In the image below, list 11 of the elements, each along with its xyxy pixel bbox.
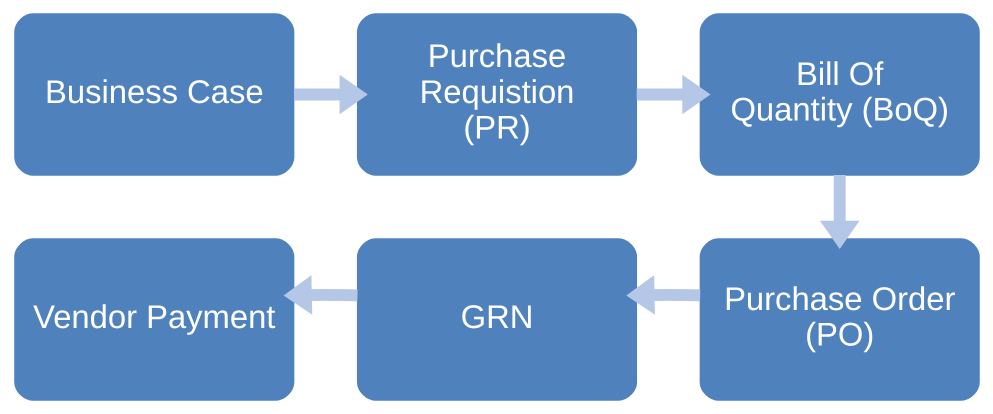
- node-box: Bill Of Quantity (BoQ): [699, 13, 980, 176]
- node-box: GRN: [356, 238, 637, 401]
- arrow: [283, 275, 358, 315]
- node-box: Business Case: [14, 13, 294, 176]
- arrow: [819, 175, 859, 250]
- arrow: [636, 74, 710, 114]
- node-box: Purchase Requistion (PR): [356, 13, 637, 176]
- arrow: [293, 74, 368, 114]
- arrow: [626, 275, 700, 315]
- node-box: Purchase Order (PO): [699, 238, 980, 401]
- node-box: Vendor Payment: [14, 238, 294, 401]
